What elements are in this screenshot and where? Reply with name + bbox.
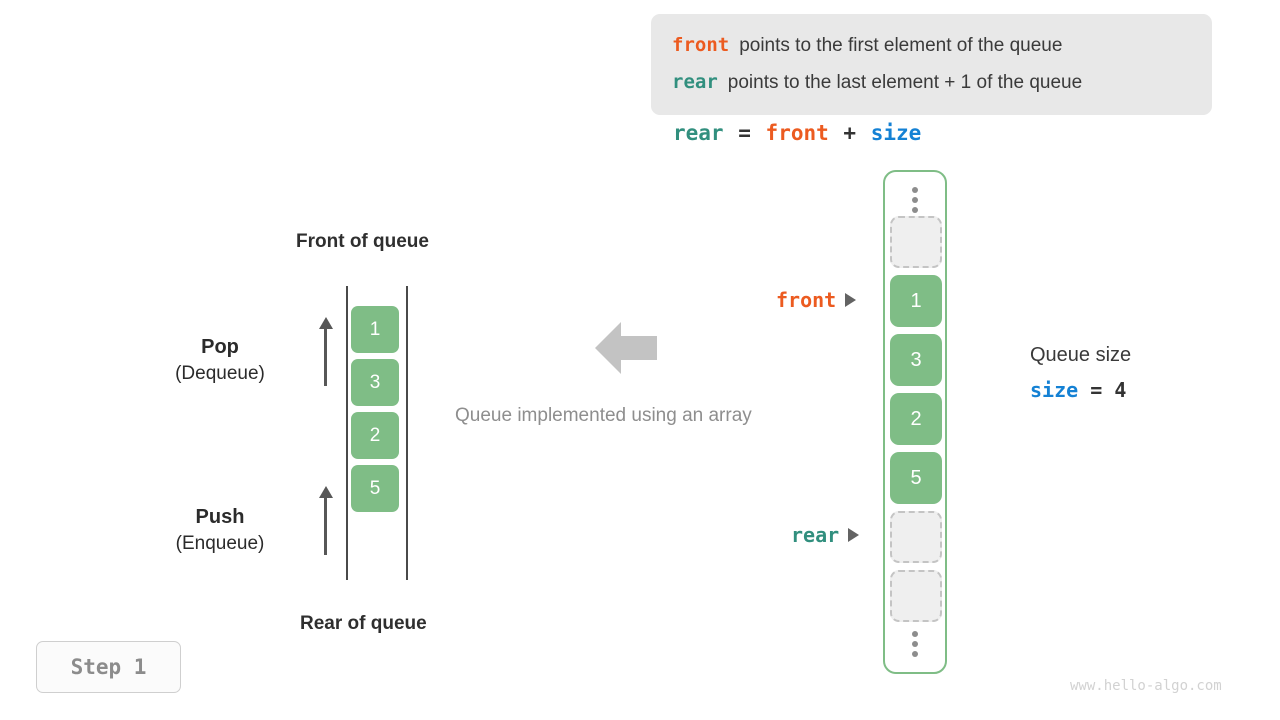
queue-rail-left (346, 286, 348, 580)
queue-cell: 1 (351, 306, 399, 353)
rear-formula: rear = front + size (672, 121, 922, 145)
push-arrow-icon (319, 486, 333, 555)
queue-cell: 5 (351, 465, 399, 512)
watermark: www.hello-algo.com (1070, 678, 1222, 694)
legend-rear-description: points to the last element + 1 of the qu… (727, 72, 1083, 93)
legend-front-description: points to the first element of the queue (739, 35, 1063, 56)
array-cell-empty (890, 511, 942, 563)
formula-rear: rear (673, 121, 724, 145)
pop-label: Pop (Dequeue) (140, 336, 300, 385)
queue-size-value: 4 (1114, 378, 1127, 402)
formula-front: front (765, 121, 829, 145)
pop-arrow-icon (319, 317, 333, 386)
queue-size-expression: size = 4 (1030, 378, 1131, 402)
push-label: Push (Enqueue) (140, 506, 300, 555)
formula-size: size (870, 121, 922, 145)
rear-pointer-label: rear (791, 523, 840, 547)
push-label-sub: (Enqueue) (175, 533, 265, 554)
pointer-arrow-icon (848, 528, 860, 542)
queue-cell: 2 (351, 412, 399, 459)
rear-pointer: rear (791, 523, 860, 547)
formula-plus: + (843, 121, 857, 145)
legend-front-keyword: front (672, 34, 730, 56)
rear-of-queue-label: Rear of queue (300, 613, 427, 634)
queue-cell: 3 (351, 359, 399, 406)
array-cell-empty (890, 216, 942, 268)
queue-size-block: Queue size size = 4 (1030, 344, 1131, 402)
vertical-ellipsis-icon (912, 187, 918, 213)
legend-line-rear: rear points to the last element + 1 of th… (672, 71, 1082, 94)
front-of-queue-label: Front of queue (296, 231, 429, 252)
diagram-caption: Queue implemented using an array (455, 405, 752, 426)
legend-rear-keyword: rear (672, 71, 718, 93)
queue-rail-right (406, 286, 408, 580)
queue-size-equals: = (1090, 378, 1103, 402)
push-label-main: Push (195, 506, 245, 528)
array-container: 1 3 2 5 (883, 170, 947, 674)
array-cell-filled: 3 (890, 334, 942, 386)
queue-size-title: Queue size (1030, 344, 1132, 366)
vertical-ellipsis-icon (912, 631, 918, 657)
array-cell-filled: 1 (890, 275, 942, 327)
pointer-arrow-icon (845, 293, 857, 307)
pop-label-main: Pop (201, 336, 239, 358)
legend-line-front: front points to the first element of the … (672, 34, 1062, 57)
legend-box: front points to the first element of the … (651, 14, 1212, 115)
array-cell-filled: 2 (890, 393, 942, 445)
front-pointer: front (776, 288, 857, 312)
formula-equals: = (738, 121, 751, 145)
array-cell-filled: 5 (890, 452, 942, 504)
front-pointer-label: front (776, 288, 837, 312)
queue-size-variable: size (1030, 378, 1079, 402)
step-badge: Step 1 (36, 641, 181, 693)
pop-label-sub: (Dequeue) (175, 363, 265, 384)
array-cell-empty (890, 570, 942, 622)
arrow-left-icon (595, 322, 657, 374)
